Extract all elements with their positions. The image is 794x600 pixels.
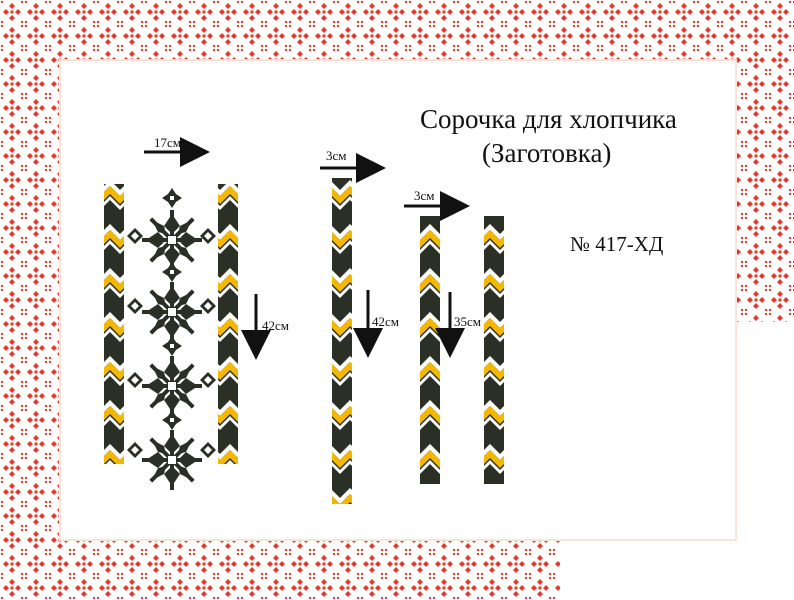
title-line2: (Заготовка)	[482, 138, 612, 168]
placket-width-label: 3см	[326, 148, 347, 163]
sleeve-length-label: 35см	[454, 314, 481, 329]
placket-strip	[332, 178, 352, 504]
sleeve-width-label: 3см	[414, 188, 435, 203]
collar-length-label: 42см	[262, 318, 289, 333]
dimension-arrows	[144, 137, 470, 360]
collar-width-label: 17см	[154, 135, 181, 150]
sleeve-strips	[420, 216, 504, 484]
placket-length-label: 42см	[372, 314, 399, 329]
article-number: № 417-ХД	[570, 232, 664, 256]
collar-panel	[104, 184, 238, 490]
title-line1: Сорочка для хлопчика	[420, 104, 677, 134]
